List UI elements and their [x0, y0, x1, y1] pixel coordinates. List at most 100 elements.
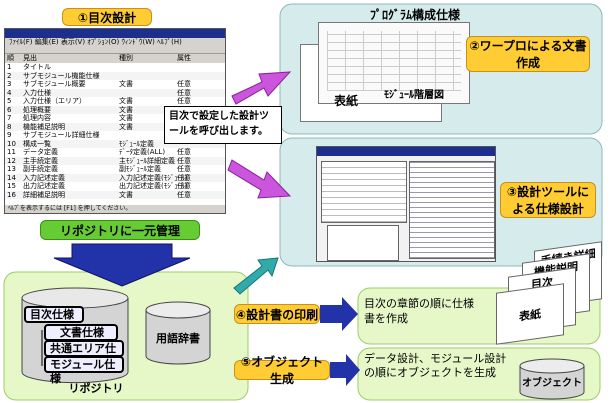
- table-cell: [177, 72, 197, 81]
- table-cell: 処理内容: [23, 114, 51, 122]
- arrow-object: [330, 354, 360, 386]
- callout-yobidashi: 目次で設定した設計ツールを呼び出します。: [164, 106, 282, 144]
- table-cell: 入力記述定義: [23, 173, 65, 182]
- table-row[interactable]: 14 入力記述定義 入力記述定義(ﾓｼﾞｭｰﾙ)任意: [5, 173, 225, 182]
- table-cell: ﾃﾞｰﾀ定義(ALL): [119, 148, 166, 156]
- table-cell: 13: [7, 165, 16, 173]
- table-cell: 1: [7, 63, 12, 71]
- arrow-down-repository: [53, 243, 191, 287]
- table-cell: 11: [7, 148, 16, 156]
- table-cell: ﾓｼﾞｭｰﾙ定義: [119, 139, 154, 148]
- table-row[interactable]: 4 入力仕様 任意: [5, 88, 225, 98]
- table-cell: 任意: [177, 88, 191, 97]
- grid-header: 順 見出 種別 属性: [5, 54, 225, 63]
- arrow-repo-to-tool: [233, 257, 279, 295]
- table-cell: サブモジュール概要: [23, 80, 86, 88]
- table-cell: 文書: [119, 80, 133, 88]
- table-cell: 文書: [119, 190, 133, 199]
- table-cell: [177, 63, 197, 72]
- header-zokusei: 属性: [177, 54, 191, 62]
- table-cell: 主ﾓｼﾞｭｰﾙ詳細定義: [119, 156, 175, 165]
- table-cell: 任意: [177, 80, 191, 88]
- label-repository-kanri: リポジトリに一元管理: [40, 220, 200, 240]
- table-cell: 4: [7, 88, 12, 97]
- table-row[interactable]: 16 詳細補足説明 文書 任意: [5, 190, 225, 199]
- window-titlebar[interactable]: [5, 29, 225, 38]
- label-insatsu: ④設計書の印刷: [234, 304, 320, 324]
- yougo-cylinder: [145, 310, 211, 365]
- table-cell: 詳細補足説明: [23, 190, 65, 199]
- table-cell: 3: [7, 80, 12, 88]
- table-cell: 任意: [177, 156, 191, 165]
- header-jun: 順: [7, 54, 14, 62]
- table-cell: 任意: [177, 97, 191, 105]
- arrow-to-tool: [227, 159, 292, 199]
- arrow-to-wapuro: [231, 71, 292, 105]
- table-cell: 任意: [177, 165, 191, 173]
- text-data-sekkei: データ設計、モジュール設計の順にオブジェクトを生成: [364, 352, 507, 379]
- table-cell: 6: [7, 105, 12, 114]
- table-cell: 機能補足説明: [23, 122, 65, 131]
- table-cell: 16: [7, 190, 16, 199]
- table-row[interactable]: 10 構成一覧 ﾓｼﾞｭｰﾙ定義: [5, 139, 225, 148]
- table-cell: データ定義: [23, 148, 58, 156]
- table-cell: 文書: [119, 105, 133, 114]
- table-cell: 14: [7, 173, 16, 182]
- header-midashi: 見出: [23, 54, 37, 62]
- label-hyoushi: 表紙: [334, 92, 359, 109]
- table-cell: [119, 89, 177, 98]
- label-module-kaisou: ﾓｼﾞｭｰﾙ階層図: [384, 90, 444, 101]
- label-mokuji-sekkei: ①目次設計: [62, 8, 152, 26]
- table-cell: 入力仕様: [23, 88, 51, 97]
- table-cell: 5: [7, 97, 12, 105]
- label-sekkei-tool: ③設計ツールによる仕様設計: [500, 182, 596, 218]
- tab-mokuji-shiyou: 目次仕様: [24, 306, 84, 323]
- table-cell: 副ﾓｼﾞｭｰﾙ定義: [119, 165, 161, 173]
- arrow-insatsu: [320, 297, 358, 331]
- page-hyoushi: 表紙: [496, 283, 564, 345]
- table-cell: 出力記述定義(ﾓｼﾞｭｰﾙ): [119, 182, 188, 190]
- table-row[interactable]: 13 副手続定義 副ﾓｼﾞｭｰﾙ定義 任意: [5, 165, 225, 174]
- table-cell: 構成一覧: [23, 139, 51, 148]
- label-object: オブジェクト: [522, 378, 582, 389]
- status-bar: ﾍﾙﾌﾟを表示するには [F1] を押してください。: [5, 205, 225, 213]
- table-cell: 7: [7, 114, 12, 122]
- table-cell: 処理概要: [23, 105, 51, 114]
- table-cell: 任意: [177, 190, 191, 199]
- table-row[interactable]: 15 出力記述定義 出力記述定義(ﾓｼﾞｭｰﾙ)任意: [5, 182, 225, 191]
- table-cell: [119, 63, 177, 72]
- table-cell: 出力記述定義: [23, 182, 65, 190]
- window-menubar[interactable]: ﾌｧｲﾙ(F) 編集(E) 表示(V) ｵﾌﾟｼｮﾝ(O) ｳｨﾝﾄﾞｳ(W) …: [5, 38, 225, 47]
- table-cell: サブモジュール詳細仕様: [23, 131, 100, 139]
- table-cell: 10: [7, 139, 16, 148]
- object-cylinder: [519, 366, 585, 400]
- label-object-seisei: ⑤オブジェクト生成: [234, 355, 330, 386]
- table-cell: 任意: [177, 173, 191, 182]
- label-yougo-jisho: 用語辞書: [156, 332, 200, 345]
- label-program-kousei: ﾌﾟﾛｸﾞﾗﾑ構成仕様: [370, 8, 461, 22]
- table-cell: 任意: [177, 182, 191, 190]
- toolbar[interactable]: [5, 47, 225, 54]
- label-repository: リポジトリ: [68, 382, 124, 395]
- table-row[interactable]: 3 サブモジュール概要 文書 任意: [5, 80, 225, 89]
- table-cell: 文書: [119, 122, 133, 131]
- table-cell: 入力記述定義(ﾓｼﾞｭｰﾙ): [119, 173, 188, 182]
- text-mokuji-shou: 目次の章節の順に仕様書を作成: [364, 297, 474, 325]
- table-cell: [119, 72, 177, 81]
- label-wapuro: ②ワープロによる文書作成: [466, 36, 590, 72]
- table-cell: 15: [7, 182, 16, 190]
- tab-bunsho-shiyou: 文書仕様: [44, 324, 118, 341]
- table-cell: 副手続定義: [23, 165, 58, 173]
- tool-screenshot: [316, 146, 496, 262]
- tab-kyoutsu-area: 共通エリア仕様: [44, 340, 124, 369]
- table-cell: 入力仕様（エリア）: [23, 97, 86, 105]
- table-cell: サブモジュール機能仕様: [23, 71, 100, 80]
- table-cell: 8: [7, 122, 12, 131]
